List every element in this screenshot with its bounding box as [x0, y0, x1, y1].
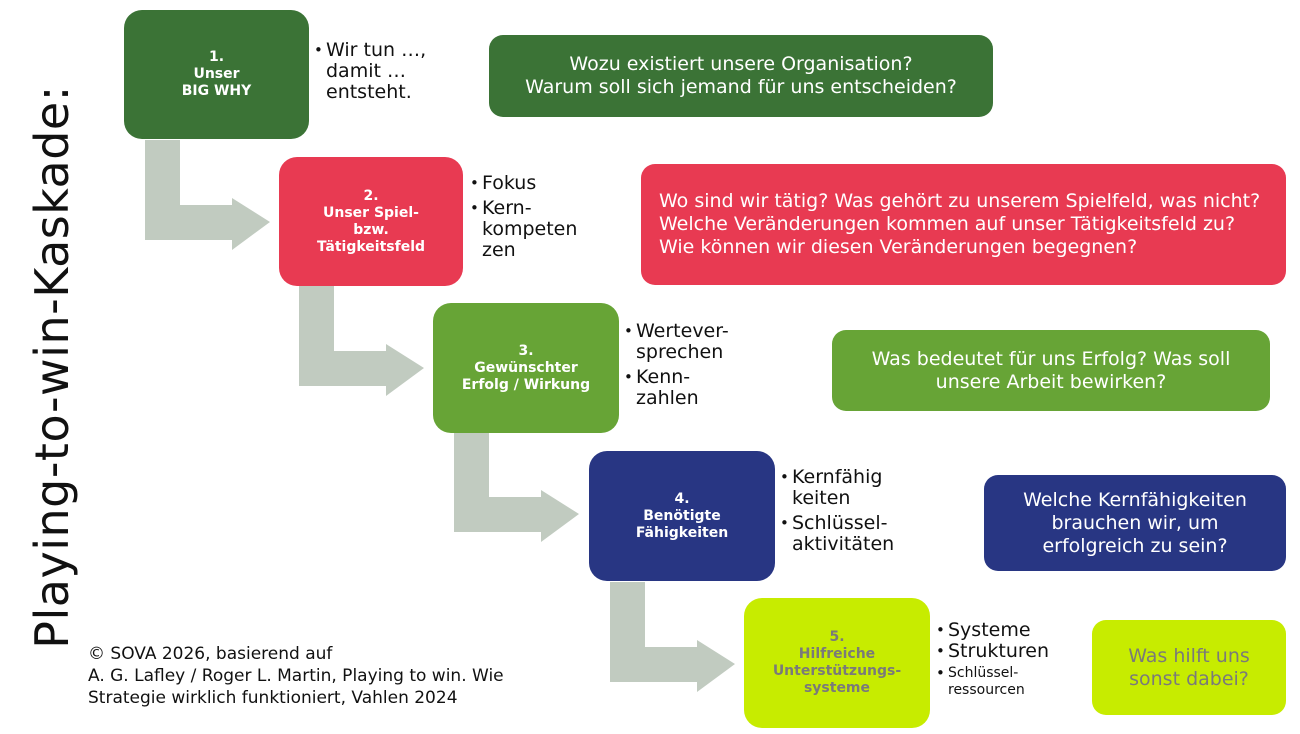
arrow-icon — [610, 582, 735, 692]
step-3-box: 3. Gewünschter Erfolg / Wirkung — [433, 303, 619, 433]
step-2-bullets: Fokus Kern- kompeten zen — [470, 173, 577, 261]
step-4-question: Welche Kernfähigkeiten brauchen wir, um … — [984, 475, 1286, 571]
step-2-question: Wo sind wir tätig? Was gehört zu unserem… — [641, 164, 1286, 285]
step-4-box: 4. Benötigte Fähigkeiten — [589, 451, 775, 581]
step-3-bullets: Wertever- sprechen Kenn- zahlen — [624, 321, 729, 409]
bullet-item: Strukturen — [936, 641, 1049, 663]
arrow-icon — [145, 140, 270, 250]
step-3-question: Was bedeutet für uns Erfolg? Was soll un… — [832, 330, 1270, 411]
bullet-item: Systeme — [936, 620, 1049, 642]
bullet-item: Kenn- zahlen — [624, 367, 729, 409]
step-1-box: 1. Unser BIG WHY — [124, 10, 309, 139]
step-5-question: Was hilft uns sonst dabei? — [1092, 620, 1286, 715]
step-4-bullets: Kernfähig keiten Schlüssel- aktivitäten — [780, 467, 894, 555]
bullet-item: Schlüssel- aktivitäten — [780, 513, 894, 555]
arrow-icon — [454, 432, 579, 542]
bullet-item: Wir tun …, damit … entsteht. — [314, 40, 426, 103]
step-1-question: Wozu existiert unsere Organisation? Waru… — [489, 35, 993, 117]
bullet-item: Fokus — [470, 173, 577, 195]
diagram-title: Playing-to-win-Kaskade: — [25, 85, 79, 649]
bullet-item: Kernfähig keiten — [780, 467, 894, 509]
step-2-box: 2. Unser Spiel- bzw. Tätigkeitsfeld — [279, 157, 463, 286]
bullet-item: Schlüssel- ressourcen — [936, 665, 1049, 699]
bullet-item: Kern- kompeten zen — [470, 198, 577, 261]
bullet-item: Wertever- sprechen — [624, 321, 729, 363]
arrow-icon — [299, 286, 424, 396]
copyright-credit: © SOVA 2026, basierend auf A. G. Lafley … — [88, 644, 504, 708]
step-5-box: 5. Hilfreiche Unterstützungs- systeme — [744, 598, 930, 728]
step-1-bullets: Wir tun …, damit … entsteht. — [314, 40, 426, 103]
step-5-bullets: Systeme Strukturen Schlüssel- ressourcen — [936, 620, 1049, 699]
